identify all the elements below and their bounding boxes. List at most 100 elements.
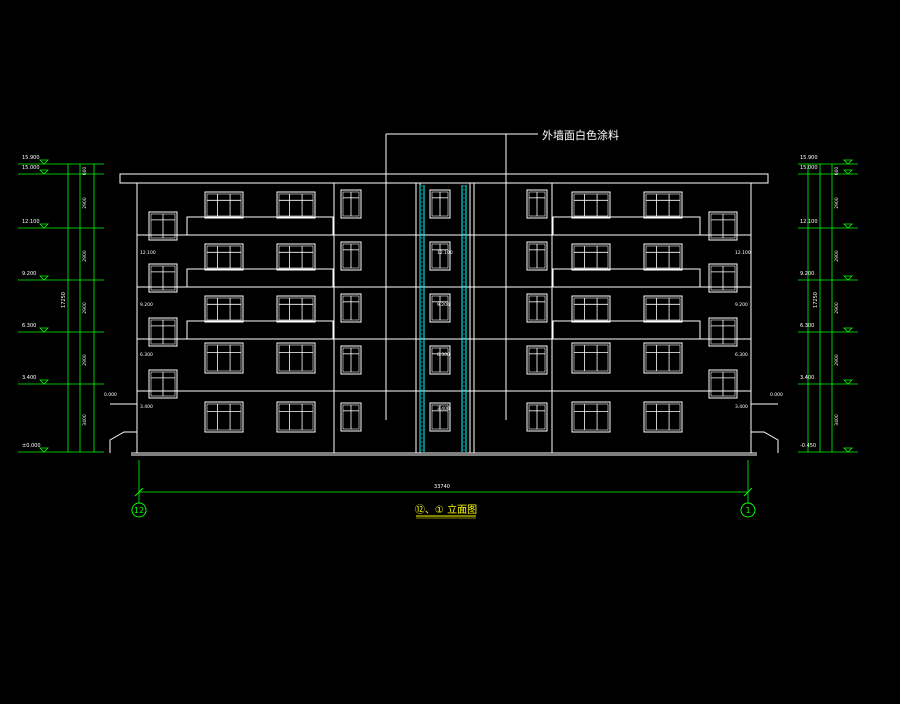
overall-dim-tick-left: [134, 487, 144, 497]
window-lower-0-0: [204, 342, 244, 374]
floor-tag-right-3: 3.400: [735, 404, 748, 410]
floor-tag-left-2: 6.300: [140, 352, 153, 358]
left-level-mark-0: [39, 159, 49, 165]
window-lower-0-1-inner: [206, 403, 242, 431]
entrance-step-right: [751, 431, 779, 453]
window-upper-1-1: [276, 243, 316, 271]
window-side-0-3: [148, 369, 178, 399]
window-side-1-1: [708, 263, 738, 293]
left-level-label-6: ±0.000: [22, 443, 41, 449]
window-upper-1-1-inner: [278, 245, 314, 269]
overall-dimension-label: 33740: [434, 484, 450, 490]
floor-tag-right-0: 12.100: [735, 250, 751, 256]
floor-tag-mid-0: 12.100: [437, 250, 453, 256]
window-stair-2-0: [526, 189, 548, 219]
dimension-group: 15.90015.00012.1009.2006.3003.400±0.0006…: [18, 0, 858, 503]
material-callout: 外墙面白色涂料: [542, 128, 619, 142]
window-stair-0-0: [340, 189, 362, 219]
downpipe-group: [419, 185, 467, 452]
window-upper-1-0: [276, 191, 316, 219]
left-level-mark-2: [39, 223, 49, 229]
window-lower-3-0: [643, 342, 683, 374]
right-level-mark-4: [843, 327, 853, 333]
axis-label-left: 12: [134, 506, 144, 515]
window-upper-0-2-inner: [206, 297, 242, 321]
left-level-mark-4: [39, 327, 49, 333]
window-stair-1-0: [429, 189, 451, 219]
right-level-label-1: 15.000: [800, 165, 818, 171]
axis-bubble-right: [740, 502, 756, 518]
right-dim-total: 17250: [813, 292, 819, 308]
window-stair-1-2: [429, 293, 451, 323]
window-upper-3-1: [643, 243, 683, 271]
window-stair-1-3: [429, 345, 451, 375]
window-lower-2-1-inner: [573, 403, 609, 431]
window-upper-0-1: [204, 243, 244, 271]
drawing-title: ⑫、① 立面图: [415, 503, 477, 516]
right-level-label-2: 12.100: [800, 219, 818, 225]
window-upper-2-2: [571, 295, 611, 323]
window-side-0-0: [148, 211, 178, 241]
floor-tag-right-1: 9.200: [735, 302, 748, 308]
window-group: [148, 189, 738, 433]
window-upper-0-2: [204, 295, 244, 323]
right-dim-value-3: 2900: [834, 302, 840, 314]
right-dim-value-6: 450: [834, 0, 843, 2]
floor-tag-left-3: 3.400: [140, 404, 153, 410]
balcony-1-0: [552, 216, 701, 236]
left-level-mark-3: [39, 275, 49, 281]
window-side-0-1: [148, 263, 178, 293]
right-dim-value-0: 600: [834, 167, 840, 176]
right-level-label-3: 9.200: [800, 271, 814, 277]
window-upper-2-0: [571, 191, 611, 219]
window-upper-0-1-inner: [206, 245, 242, 269]
balcony-1-2: [552, 320, 701, 340]
window-lower-3-1-inner: [645, 403, 681, 431]
window-side-1-2: [708, 317, 738, 347]
entrance-step-left: [109, 431, 137, 453]
balcony-0-1: [186, 268, 334, 288]
window-stair-1-1: [429, 241, 451, 271]
window-upper-2-2-inner: [573, 297, 609, 321]
window-lower-2-0-inner: [573, 344, 609, 372]
roof-cornice: [119, 173, 769, 184]
left-dim-value-6: 450: [82, 0, 91, 2]
window-lower-0-1: [204, 401, 244, 433]
overall-dim-tick-right: [743, 487, 753, 497]
right-dim-value-1: 2900: [834, 197, 840, 209]
floor-tag-left-0: 12.100: [140, 250, 156, 256]
window-upper-2-1: [571, 243, 611, 271]
floor-tag-mid-2: 6.300: [437, 352, 450, 358]
window-stair-0-2: [340, 293, 362, 323]
right-dim-value-5: 3400: [834, 414, 840, 426]
window-upper-2-0-inner: [573, 193, 609, 217]
right-level-mark-6: [843, 447, 853, 453]
window-side-1-0: [708, 211, 738, 241]
window-upper-0-0-inner: [206, 193, 242, 217]
right-level-mark-0: [843, 159, 853, 165]
window-upper-1-0-inner: [278, 193, 314, 217]
entrance-level-right: 0.000: [770, 392, 783, 398]
left-level-label-4: 6.300: [22, 323, 36, 329]
window-side-0-2: [148, 317, 178, 347]
left-dim-value-3: 2900: [82, 302, 88, 314]
balcony-0-0: [186, 216, 334, 236]
window-upper-1-2: [276, 295, 316, 323]
window-lower-1-1-inner: [278, 403, 314, 431]
floor-tag-mid-1: 9.200: [437, 302, 450, 308]
window-stair-0-3: [340, 345, 362, 375]
left-level-mark-1: [39, 169, 49, 175]
window-side-1-3: [708, 369, 738, 399]
right-level-mark-1: [843, 169, 853, 175]
window-lower-1-0-inner: [278, 344, 314, 372]
window-stair-1-4: [429, 402, 451, 432]
left-level-label-2: 12.100: [22, 219, 40, 225]
balcony-group: [186, 216, 701, 340]
balcony-0-2: [186, 320, 334, 340]
window-upper-3-0: [643, 191, 683, 219]
window-lower-1-0: [276, 342, 316, 374]
window-stair-2-4: [526, 402, 548, 432]
window-stair-2-3: [526, 345, 548, 375]
right-level-label-5: 3.400: [800, 375, 814, 381]
